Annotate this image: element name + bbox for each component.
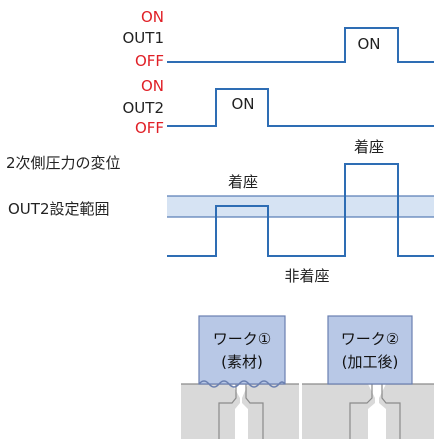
nozzle-body-1 bbox=[181, 384, 240, 439]
not-seated-label: 非着座 bbox=[284, 267, 329, 285]
out2-pulse-label: ON bbox=[231, 95, 254, 113]
workpiece-1-name: ワーク① bbox=[213, 330, 271, 348]
out1-off-label: OFF bbox=[135, 52, 164, 70]
pressure-label: 2次側圧力の変位 bbox=[6, 154, 121, 172]
out2-setting-range-band bbox=[167, 196, 434, 217]
out1-group: ON OUT1 OFF ON bbox=[123, 8, 434, 70]
range-label: OUT2設定範囲 bbox=[8, 200, 110, 218]
out2-name: OUT2 bbox=[123, 99, 165, 117]
workpiece-1-illustration: ワーク① (素材) bbox=[181, 316, 299, 439]
out1-signal-line bbox=[167, 28, 434, 62]
out1-pulse-label: ON bbox=[357, 35, 380, 53]
workpiece-2-block bbox=[328, 316, 412, 384]
workpiece-1-block bbox=[199, 316, 285, 384]
nozzle-body-2 bbox=[302, 384, 375, 439]
nozzle-body-2-right bbox=[379, 384, 434, 439]
seated-label-left: 着座 bbox=[228, 173, 258, 191]
workpiece-2-name: ワーク② bbox=[341, 330, 399, 348]
workpiece-2-state: (加工後) bbox=[342, 353, 399, 371]
seated-label-right: 着座 bbox=[354, 138, 384, 156]
out2-on-label: ON bbox=[141, 77, 164, 95]
workpiece-1-state: (素材) bbox=[221, 353, 263, 371]
out2-group: ON OUT2 OFF ON bbox=[123, 77, 434, 137]
nozzle-body-1-right bbox=[242, 384, 299, 439]
workpiece-2-illustration: ワーク② (加工後) bbox=[302, 316, 434, 439]
out2-off-label: OFF bbox=[135, 119, 164, 137]
out2-signal-line bbox=[167, 89, 434, 126]
out1-name: OUT1 bbox=[123, 29, 165, 47]
out1-on-label: ON bbox=[141, 8, 164, 26]
